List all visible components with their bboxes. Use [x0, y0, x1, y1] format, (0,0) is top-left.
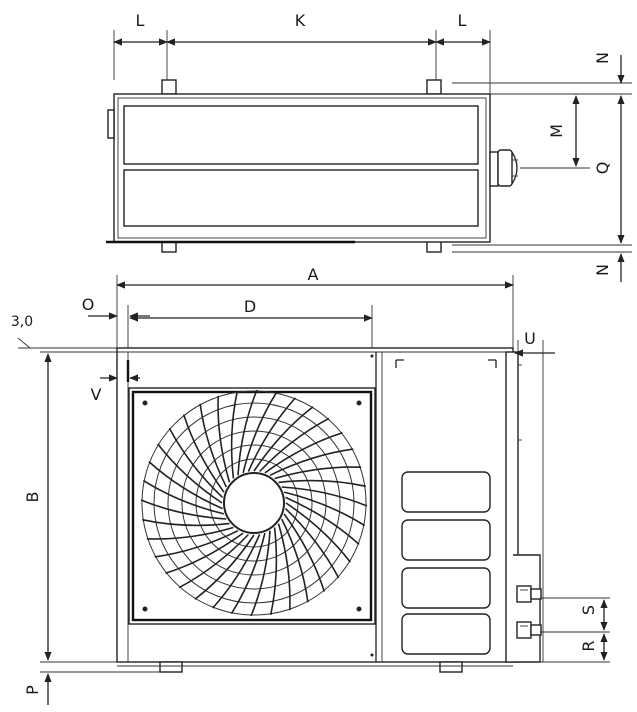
top-left-tab: [107, 109, 115, 139]
grille-spoke: [259, 417, 330, 473]
label-n-bottom: N: [593, 264, 612, 276]
front-foot-right: [439, 661, 463, 673]
louvre-2: [401, 519, 491, 561]
top-foot-left: [161, 79, 177, 95]
grille-spoke: [280, 518, 309, 603]
grille-spoke: [217, 395, 231, 483]
grille-spoke: [264, 431, 343, 474]
three-leader: [17, 337, 31, 349]
grille-spoke: [165, 532, 244, 575]
label-s: S: [579, 605, 598, 615]
label-k: K: [295, 11, 306, 30]
grille-spoke: [269, 527, 278, 615]
panel-corner-mark-right: [488, 359, 497, 368]
grille-spoke: [278, 479, 366, 488]
service-valves: [513, 554, 542, 663]
label-q: Q: [593, 162, 612, 175]
grille-ring: [195, 444, 313, 562]
grille-ring: [181, 430, 327, 576]
top-slat-upper: [123, 105, 479, 165]
fan-hub: [223, 472, 285, 534]
panel-corner-mark-left: [395, 359, 404, 368]
grille-spoke: [199, 403, 228, 488]
top-view-inner: [117, 97, 487, 239]
label-o: O: [82, 295, 95, 314]
label-u: U: [524, 329, 536, 348]
grille-spoke: [140, 499, 227, 520]
grille-spoke: [194, 534, 255, 600]
grille-spoke: [230, 532, 266, 615]
label-three: 3,0: [11, 314, 33, 330]
grille-spoke: [285, 496, 360, 545]
grille-spoke: [212, 534, 261, 609]
louvre-4: [401, 613, 491, 655]
grille-spoke: [237, 389, 258, 476]
grille-spoke: [283, 491, 366, 527]
front-foot-left: [159, 661, 183, 673]
grille-spoke: [283, 513, 326, 592]
grille-spoke: [148, 461, 223, 510]
label-p: P: [23, 685, 42, 695]
label-b: B: [23, 492, 42, 503]
valve-connector: [489, 149, 518, 187]
top-foot-right: [426, 79, 442, 95]
grille-spoke: [269, 448, 354, 477]
label-a: A: [308, 265, 319, 284]
grille-spoke: [230, 391, 239, 479]
front-view: A O D 3,0 V: [11, 265, 610, 705]
grille-ring: [153, 402, 355, 604]
label-l-right: L: [458, 11, 467, 30]
grille-spoke: [154, 529, 239, 558]
louvre-3: [401, 567, 491, 609]
grille-spoke: [274, 466, 362, 480]
top-slat-lower: [123, 169, 479, 227]
label-n-top: N: [593, 52, 612, 64]
grille-spoke: [146, 526, 234, 540]
grille-spoke: [178, 533, 249, 589]
grille-spoke: [182, 414, 225, 493]
label-r: R: [579, 640, 598, 651]
grille-spoke: [253, 406, 314, 472]
top-view: L K L N M Q N: [106, 11, 632, 282]
label-d: D: [244, 297, 256, 316]
grille-spoke: [285, 502, 351, 563]
grille-ring: [167, 416, 341, 590]
grille-ring: [141, 390, 367, 616]
grille-spoke: [281, 486, 368, 507]
grille-spoke: [277, 523, 291, 611]
grille-spoke: [247, 397, 296, 472]
grille-spoke: [157, 443, 223, 504]
label-m: M: [547, 124, 566, 138]
fan-grille: [140, 389, 368, 617]
grille-spoke: [168, 427, 224, 498]
grille-spoke: [284, 508, 340, 579]
label-l-left: L: [136, 11, 145, 30]
grille-spoke: [142, 479, 225, 515]
grille-spoke: [242, 391, 278, 474]
grille-spoke: [250, 530, 271, 617]
fan-grille-inner: [131, 390, 373, 622]
grille-spoke: [142, 518, 230, 527]
louvre-1: [401, 471, 491, 513]
label-v: V: [91, 385, 102, 404]
